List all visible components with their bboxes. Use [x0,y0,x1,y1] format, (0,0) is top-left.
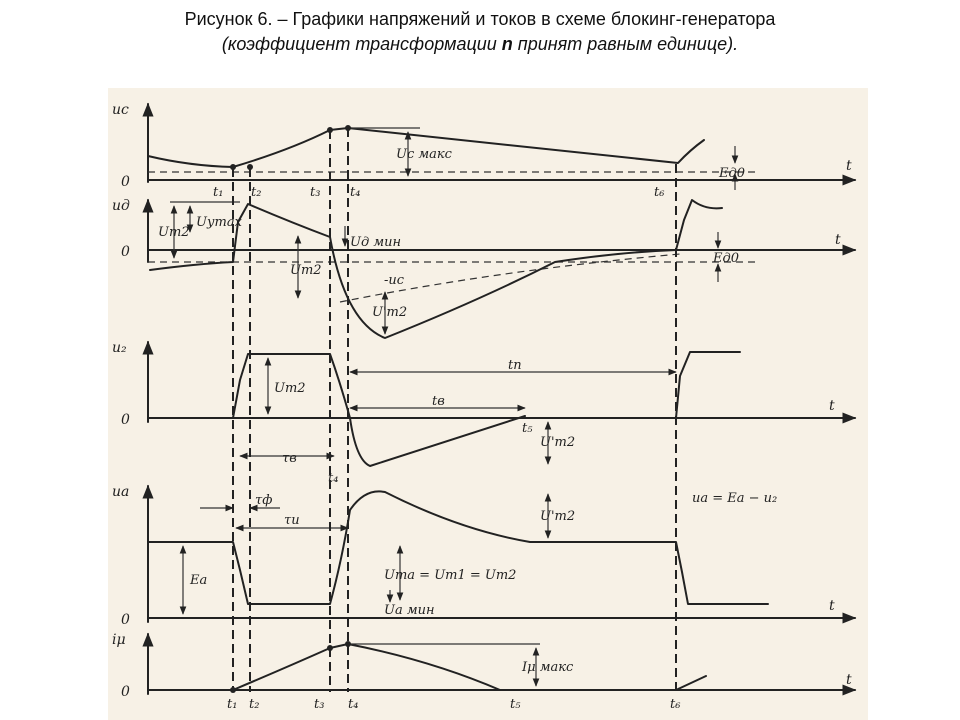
uc-t-label: t [846,158,852,174]
uc-t6-label: t₆ [654,185,664,200]
caption-line-2: (коэффициент трансформации n принят равн… [0,32,960,56]
imu-t-label: t [846,672,852,688]
uc-t4-label: t₄ [350,185,360,200]
uc-t1-label: t₁ [213,185,223,200]
um2-a-label: Um2 [158,225,190,240]
panel-ug: uд 0 t Uуmax Um2 Um2 Uд мин Eд0 -uс U'm2 [112,198,857,339]
timing-diagram: uс 0 t Uс макс Eд0 t₁ t₂ t₃ t₄ t₆ uд 0 t… [112,102,857,712]
u2-t5-label: t₅ [522,421,533,436]
uc-curve [147,127,705,168]
tau-v-label: τв [282,451,297,466]
uc-zero-label: 0 [121,174,130,190]
imu-zero-label: 0 [121,684,130,700]
imu-curve [232,643,707,691]
um2-prime-c-label: U'm2 [540,509,575,524]
imu-t1-label: t₁ [227,697,237,712]
ug-t-label: t [835,232,841,248]
ua-axis-label: uа [112,484,129,500]
t4-small-label: t₄ [328,471,338,486]
uym-label: Uуmax [196,215,243,230]
ug-axis-label: uд [112,198,130,214]
tau-f-label: τф [255,493,272,508]
uc-axis-label: uс [112,102,129,118]
panel-ua: uа 0 t Eа τф τи U'm2 uа = Eа − u₂ Uma = … [112,484,857,628]
uc-dot-t2 [247,164,253,170]
ug-curve [149,199,723,339]
u2-curve [232,353,526,467]
uc-dot-t1 [230,164,236,170]
uc-max-label: Uс макс [396,147,453,162]
um2-prime-a-label: U'm2 [372,305,407,320]
imu-t3-label: t₃ [314,697,324,712]
imu-axis-label: iμ [112,632,126,648]
ua-zero-label: 0 [121,612,130,628]
ug-min-label: Uд мин [350,235,401,250]
u2-axis-label: u₂ [112,340,127,356]
eg0-mid-label: Eд0 [712,251,739,266]
ua-t-label: t [829,598,835,614]
um2-prime-b-label: U'm2 [540,435,575,450]
time-markers [232,128,677,692]
uc-t2-label: t₂ [251,185,261,200]
ea-label: Eа [189,573,207,588]
imu-t5-label: t₅ [510,697,521,712]
ua-curve [147,490,769,605]
panel-u2: u₂ 0 t Um2 tп tв t₅ U'm2 τв t₄ [112,340,857,486]
figure-caption: Рисунок 6. – Графики напряжений и токов … [0,6,960,56]
tau-i-label: τи [284,513,300,528]
caption-line-2-n: n [501,34,513,54]
caption-line-2-start: (коэффициент трансформации [221,34,502,54]
imu-t6-label: t₆ [670,697,680,712]
ua-min-label: Uа мин [384,603,435,618]
imu-max-label: Iμ макс [521,660,574,675]
imu-t2-label: t₂ [249,697,259,712]
tp-label: tп [508,358,522,373]
figure-panel: uс 0 t Uс макс Eд0 t₁ t₂ t₃ t₄ t₆ uд 0 t… [108,88,868,720]
ug-zero-label: 0 [121,244,130,260]
ua-formula-label: uа = Eа − u₂ [692,491,777,506]
tv-label: tв [432,394,445,409]
um2-b-label: Um2 [290,263,322,278]
uc-t3-label: t₃ [310,185,320,200]
panel-uc: uс 0 t Uс макс Eд0 t₁ t₂ t₃ t₄ t₆ [112,102,857,200]
u2-t-label: t [829,398,835,414]
panel-imu: iμ 0 t Iμ макс t₁ t₂ t₃ t₄ t₅ t₆ [112,632,857,712]
eg0-top-label: Eд0 [718,166,745,181]
uma-formula-label: Uma = Um1 = Um2 [384,568,516,583]
imu-dot-t4 [345,641,351,647]
uc-small-label: -uс [384,273,405,288]
u2-curve-next [675,351,741,419]
u2-zero-label: 0 [121,412,130,428]
caption-line-1: Рисунок 6. – Графики напряжений и токов … [184,9,776,29]
imu-t4-label: t₄ [348,697,358,712]
caption-line-2-end: принят равным единице). [512,34,739,54]
um2-c-label: Um2 [274,381,306,396]
